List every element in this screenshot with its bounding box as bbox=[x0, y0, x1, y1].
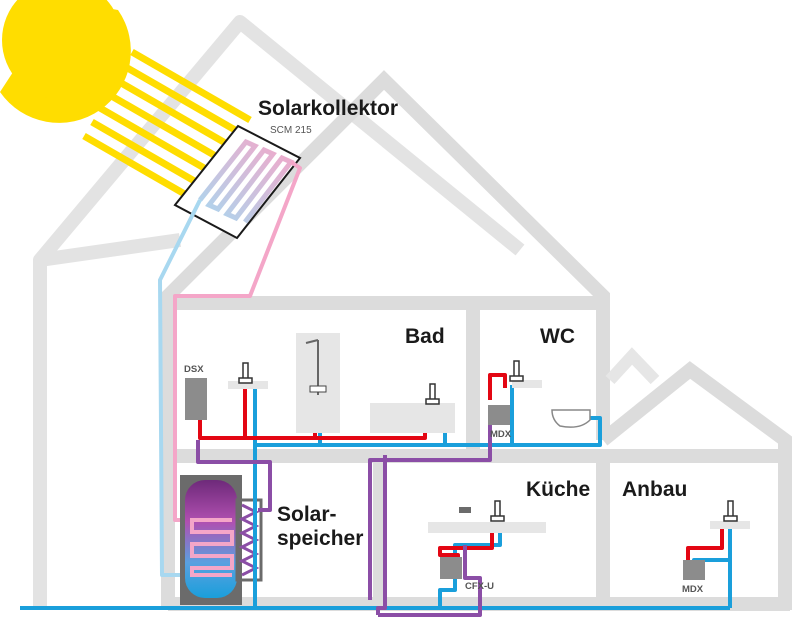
faucet-icon bbox=[238, 360, 738, 522]
kitchen-small-unit bbox=[459, 507, 471, 513]
wc-sink bbox=[512, 380, 542, 388]
sun-icon bbox=[0, 0, 131, 123]
room-label-wc: WC bbox=[540, 325, 575, 348]
house-walls bbox=[161, 70, 792, 611]
room-label-anbau: Anbau bbox=[622, 478, 687, 501]
room-label-bad: Bad bbox=[405, 325, 445, 348]
device-label-cfxu: CFX-U bbox=[465, 581, 494, 592]
sun-rays bbox=[82, 48, 252, 208]
annex-roof-outline bbox=[605, 347, 660, 385]
device-label-mdx-anbau: MDX bbox=[682, 584, 704, 595]
storage-label-line1: Solar- bbox=[277, 503, 337, 526]
shower-icon bbox=[296, 333, 340, 433]
toilet-icon bbox=[551, 409, 591, 428]
dsx-device bbox=[185, 378, 207, 420]
device-label-mdx-wc: MDX bbox=[490, 429, 512, 440]
solar-collector-panel bbox=[173, 124, 302, 240]
storage-label-line2: speicher bbox=[277, 527, 363, 550]
cold-water-pipes bbox=[20, 385, 732, 610]
anbau-sink bbox=[710, 521, 750, 529]
collector-title: Solarkollektor bbox=[258, 97, 398, 120]
collector-model: SCM 215 bbox=[270, 125, 312, 136]
solar-storage-tank bbox=[180, 475, 263, 605]
cfxu-device bbox=[440, 557, 462, 579]
bathtub bbox=[370, 403, 455, 433]
back-house-outline bbox=[33, 15, 525, 610]
device-label-dsx: DSX bbox=[184, 364, 204, 375]
room-label-kueche: Küche bbox=[526, 478, 590, 501]
mdx-anbau-device bbox=[683, 560, 705, 580]
mdx-wc-device bbox=[488, 405, 510, 425]
circulation-pipes bbox=[196, 410, 492, 617]
bad-sink bbox=[228, 381, 268, 389]
kitchen-counter bbox=[428, 522, 546, 533]
